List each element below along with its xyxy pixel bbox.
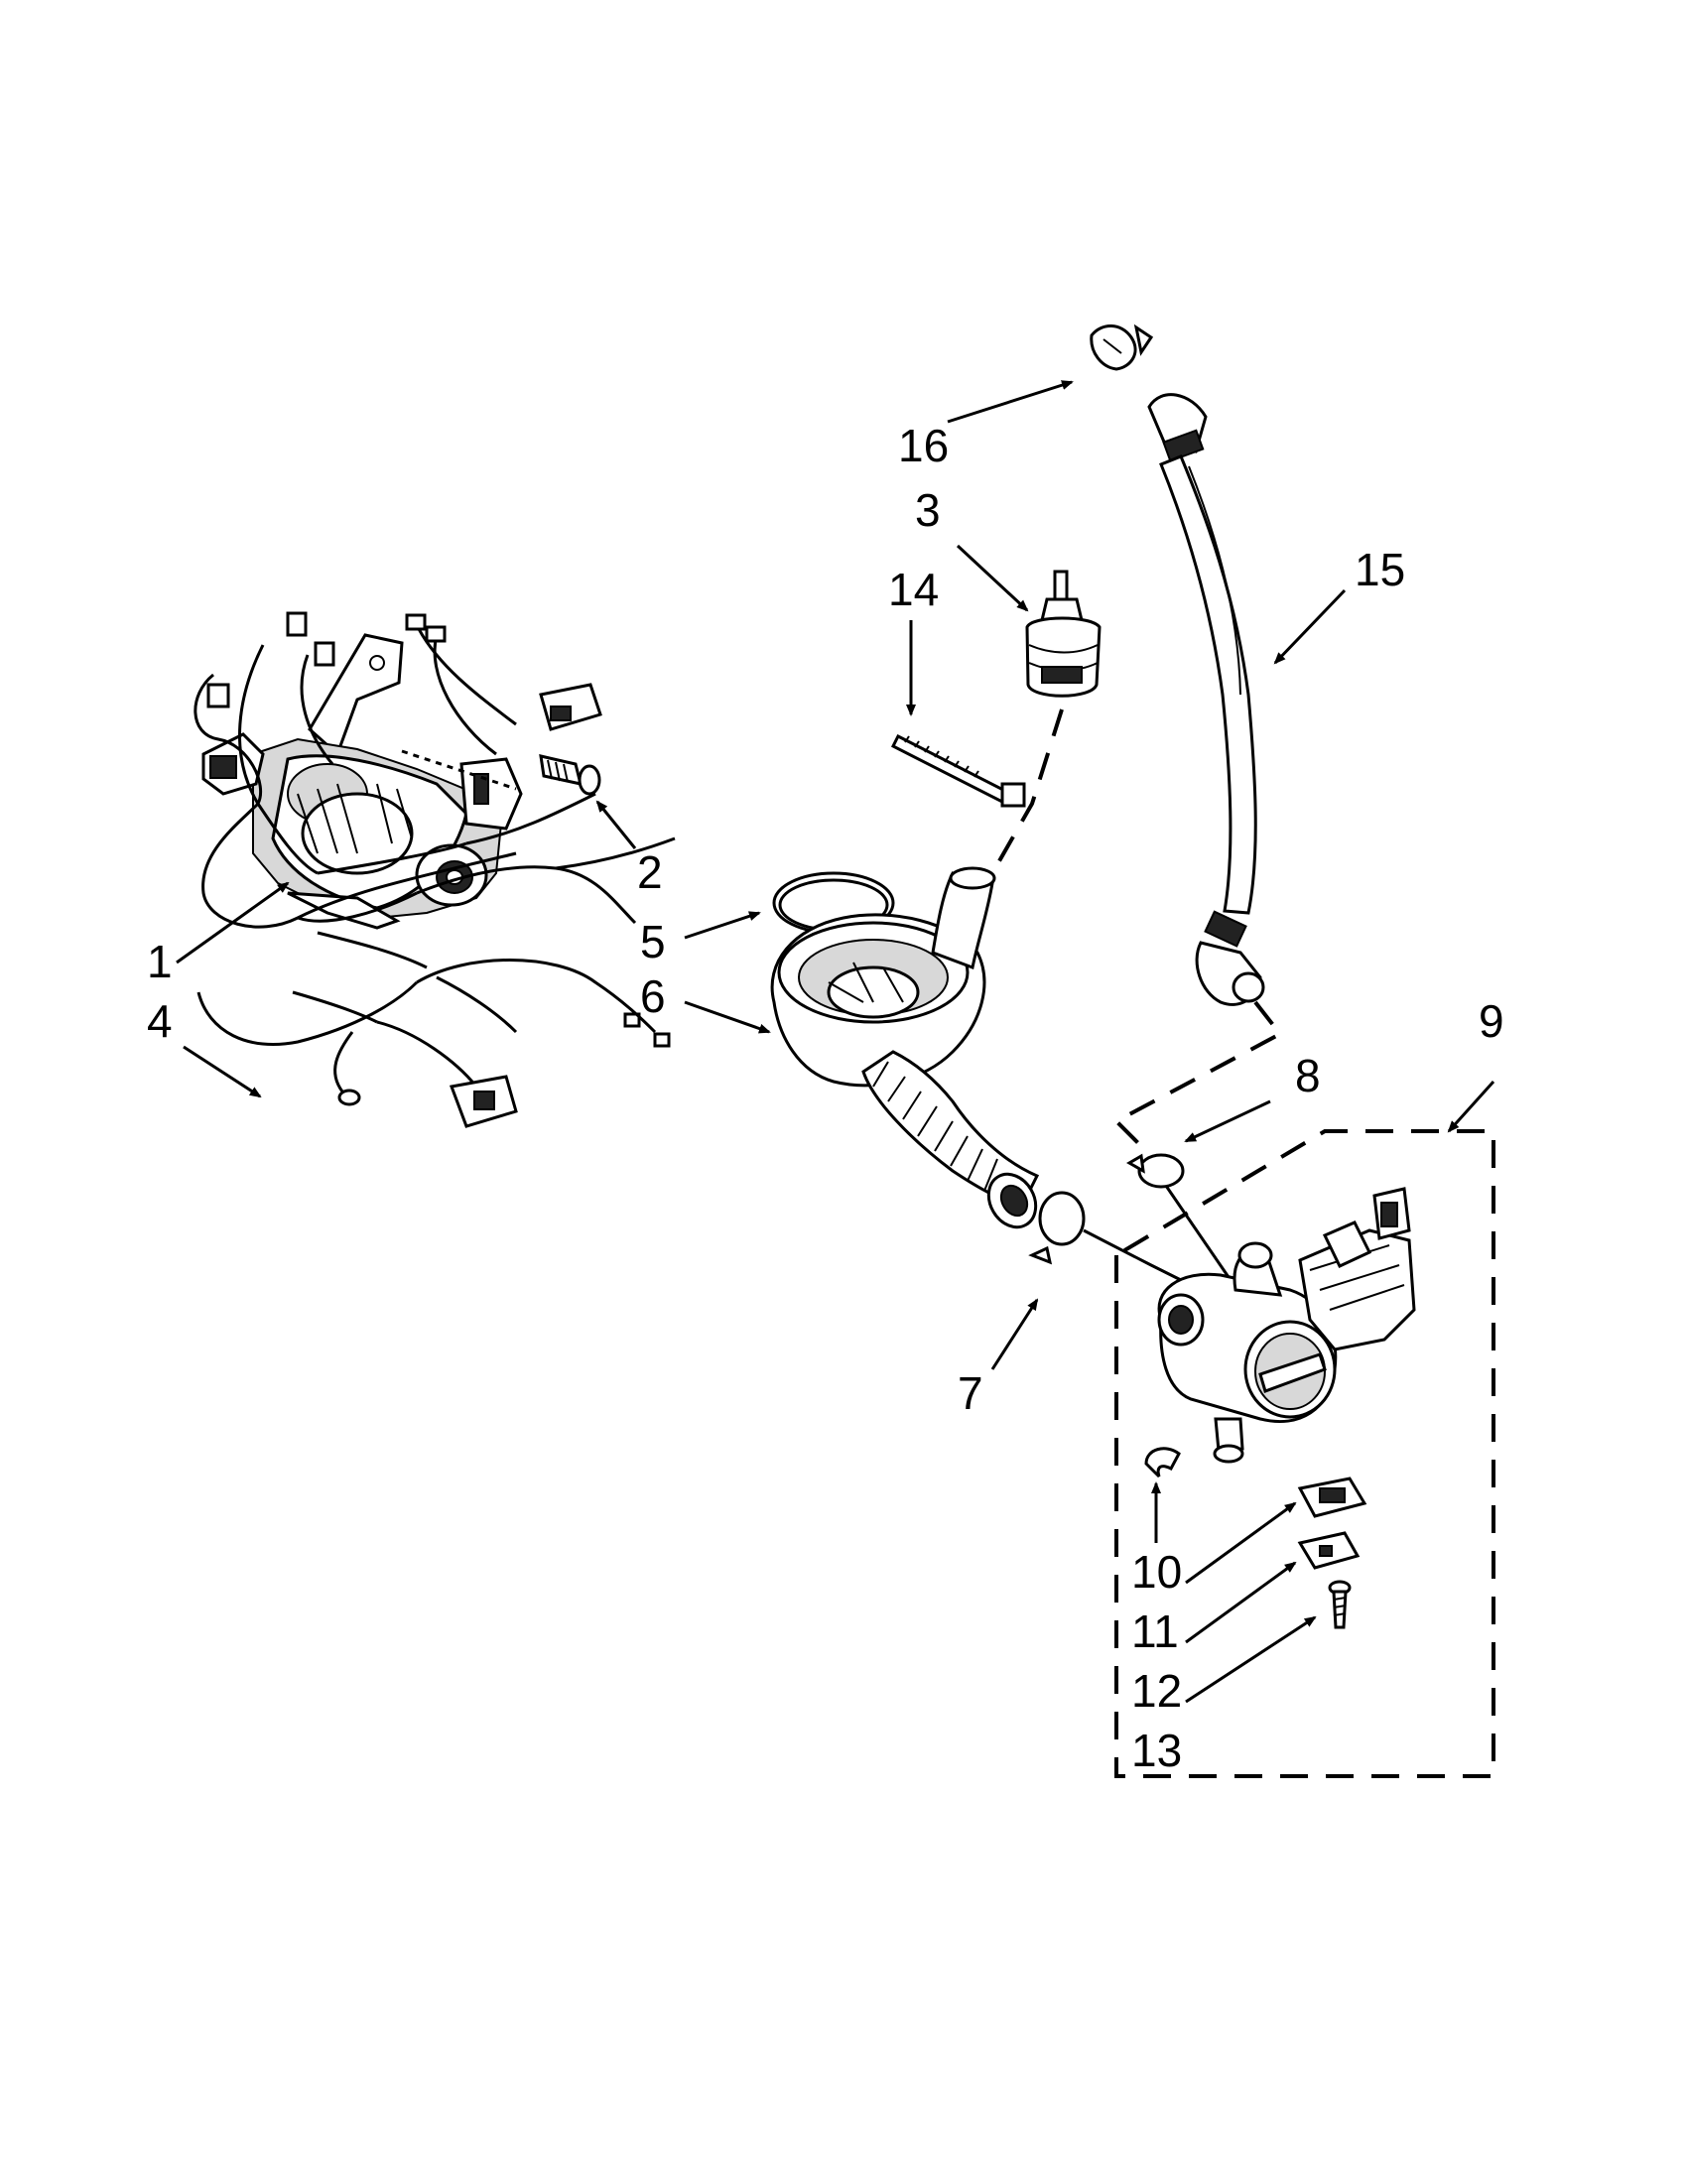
arrow-15 <box>1273 588 1347 665</box>
hose-clamp-small <box>1028 1191 1182 1282</box>
label-part-8: 8 <box>1295 1050 1321 1101</box>
label-part-9: 9 <box>1479 995 1504 1047</box>
label-part-14: 14 <box>888 564 939 615</box>
label-part-6: 6 <box>640 970 666 1022</box>
leader-arrows <box>176 380 1495 1704</box>
arrow-7 <box>990 1298 1039 1370</box>
arrow-16 <box>947 380 1074 424</box>
part-labels: 1 2 3 4 5 6 7 8 9 10 11 12 13 14 15 16 <box>147 420 1504 1776</box>
arrow-4 <box>183 1045 262 1098</box>
arrow-6 <box>684 1000 771 1034</box>
sump-hose <box>770 866 1040 1229</box>
arrow-3 <box>956 544 1029 612</box>
arrow-9 <box>1447 1080 1495 1133</box>
drive-motor <box>201 633 523 930</box>
label-part-16: 16 <box>898 420 949 471</box>
label-part-7: 7 <box>958 1367 983 1419</box>
label-part-11: 11 <box>1131 1606 1179 1657</box>
hose-clip <box>1126 1153 1233 1281</box>
label-part-15: 15 <box>1355 544 1405 595</box>
label-part-10: 10 <box>1131 1546 1182 1598</box>
arrow-2 <box>595 800 637 849</box>
arrow-13 <box>1185 1615 1317 1704</box>
air-dome <box>990 570 1102 874</box>
cable-tie <box>890 733 1026 808</box>
label-part-4: 4 <box>147 995 173 1047</box>
motor-screw <box>401 749 601 796</box>
drain-hose-clamp <box>1090 323 1154 371</box>
arrow-5 <box>684 911 761 940</box>
wire-harness <box>194 611 676 1128</box>
label-part-2: 2 <box>637 846 663 898</box>
label-part-1: 1 <box>147 936 173 987</box>
drain-pump-assembly <box>1114 1129 1495 1778</box>
drain-hose <box>1112 393 1284 1153</box>
label-part-13: 13 <box>1131 1725 1182 1776</box>
label-part-3: 3 <box>915 484 941 536</box>
arrow-12 <box>1185 1561 1297 1644</box>
arrow-1 <box>176 881 290 964</box>
arrow-8 <box>1184 1099 1271 1143</box>
label-part-5: 5 <box>640 916 666 967</box>
arrow-11 <box>1185 1501 1297 1585</box>
label-part-12: 12 <box>1131 1665 1182 1717</box>
